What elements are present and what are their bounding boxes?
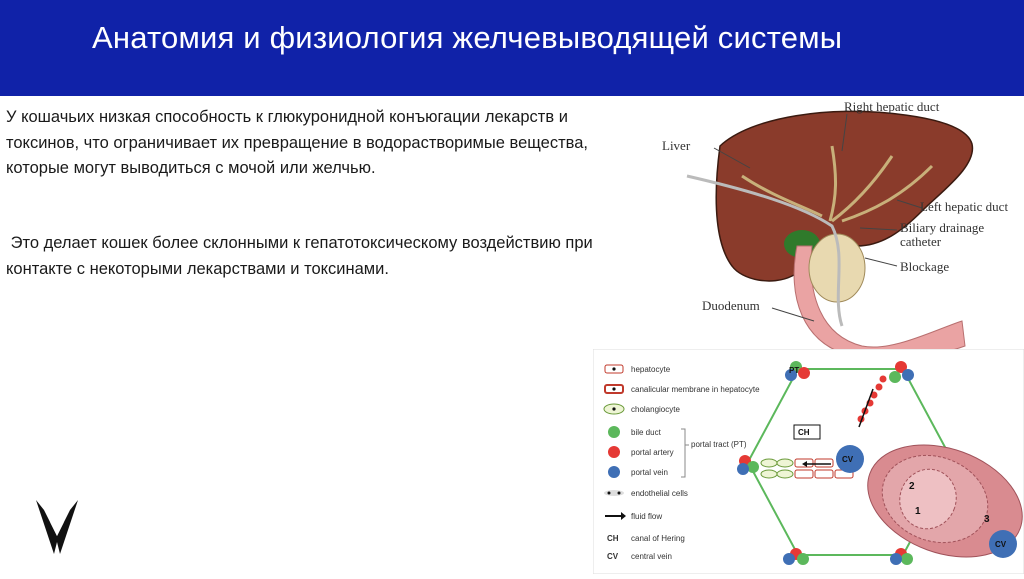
legend-endothelial: endothelial cells [631, 489, 688, 498]
legend-cholangiocyte: cholangiocyte [631, 405, 680, 414]
label-cv-right: CV [995, 540, 1007, 549]
label-liver: Liver [662, 138, 691, 153]
duodenum-shape [793, 245, 966, 361]
label-cv-center: CV [842, 455, 854, 464]
label-ch: CH [798, 428, 810, 437]
legend-bile-duct: bile duct [631, 428, 662, 437]
label-duodenum: Duodenum [702, 298, 760, 313]
legend-cv-desc: central vein [631, 552, 672, 561]
legend-ch-desc: canal of Hering [631, 534, 685, 543]
liver-shape [715, 110, 974, 282]
paragraph-glucuronidation: У кошачьих низкая способность к глюкурон… [6, 108, 588, 177]
label-zone-2: 2 [909, 481, 915, 492]
legend-canalicular: canalicular membrane in hepatocyte [631, 385, 760, 394]
label-zone-3: 3 [984, 514, 990, 525]
header-bar: Анатомия и физиология желчевыводящей сис… [0, 0, 1024, 96]
legend-portal-vein: portal vein [631, 468, 668, 477]
legend-hepatocyte: hepatocyte [631, 365, 671, 374]
legend-portal-tract: portal tract (PT) [691, 440, 747, 449]
label-pt: PT [789, 366, 799, 375]
label-left-hepatic-duct: Left hepatic duct [920, 199, 1008, 214]
label-biliary-drainage: Biliary drainage [900, 220, 984, 235]
label-right-hepatic-duct: Right hepatic duct [844, 99, 940, 114]
slide-title: Анатомия и физиология желчевыводящей сис… [92, 20, 843, 55]
paragraph-hepatotoxicity: Это делает кошек более склонными к гепат… [6, 234, 598, 278]
v-logo-icon [34, 496, 80, 561]
legend-portal-artery: portal artery [631, 448, 674, 457]
zonation-diagram [867, 444, 1023, 558]
liver-anatomy-figure: Right hepatic duct Liver Left hepatic du… [632, 96, 1024, 361]
legend-ch-key: CH [607, 534, 619, 543]
legend-cv-key: CV [607, 552, 619, 561]
label-blockage: Blockage [900, 259, 949, 274]
label-zone-1: 1 [915, 506, 921, 517]
legend-fluid-flow: fluid flow [631, 512, 662, 521]
label-catheter: catheter [900, 234, 942, 249]
liver-lobule-figure: hepatocyte canalicular membrane in hepat… [592, 348, 1024, 579]
